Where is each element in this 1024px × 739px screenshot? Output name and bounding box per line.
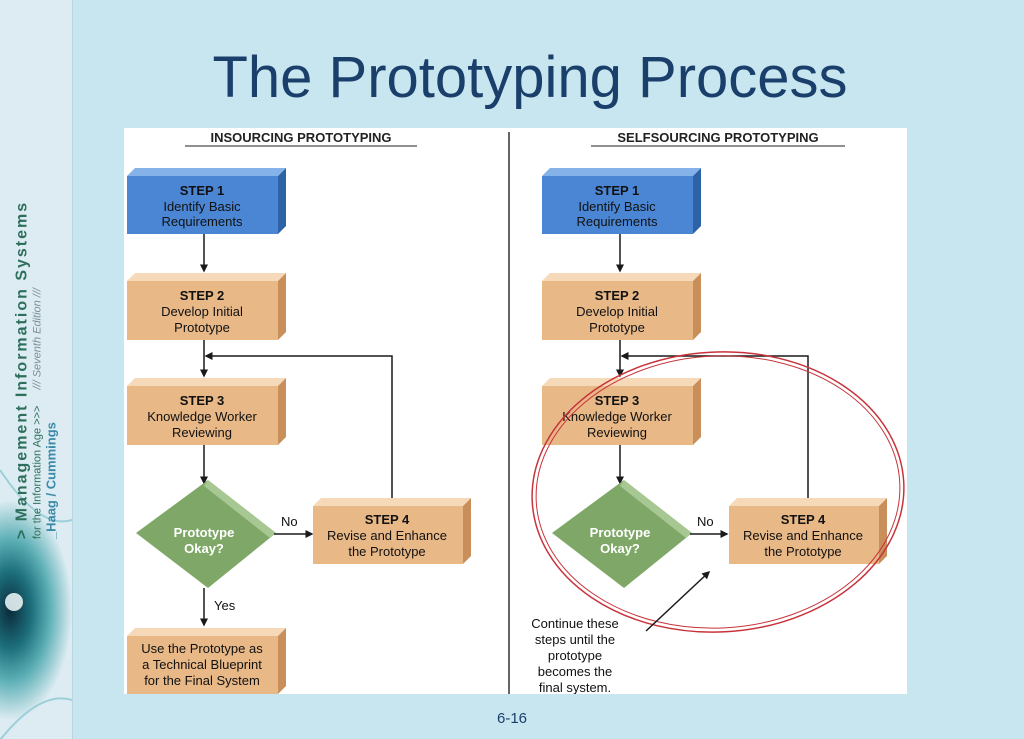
insourcing-step4-box: STEP 4 Revise and Enhance the Prototype [313,498,471,564]
selfsourcing-step4-text1: Revise and Enhance [743,528,863,543]
insourcing-step4-text1: Revise and Enhance [327,528,447,543]
selfsourcing-decision-diamond: Prototype Okay? [552,480,692,588]
insourcing-step3-text2: Reviewing [172,425,232,440]
note-text3: prototype [548,648,602,663]
insourcing-heading: INSOURCING PROTOTYPING [210,130,391,145]
note-text1: Continue these [531,616,618,631]
brand-subtitle: for the Information Age >>> [31,405,44,540]
insourcing-step2-text1: Develop Initial [161,304,243,319]
insourcing-step4-label: STEP 4 [365,512,410,527]
selfsourcing-step2-label: STEP 2 [595,288,640,303]
flowchart: INSOURCING PROTOTYPING SELFSOURCING PROT… [127,130,905,694]
selfsourcing-step1-text2: Requirements [577,214,658,229]
selfsourcing-step2-text2: Prototype [589,320,645,335]
note-text2: steps until the [535,632,615,647]
insourcing-decision-diamond: Prototype Okay? [136,480,276,588]
insourcing-step3-text1: Knowledge Worker [147,409,257,424]
brand-line: > Management Information Systems [13,200,31,540]
insourcing-step4-text2: the Prototype [348,544,425,559]
insourcing-decision-text2: Okay? [184,541,224,556]
page-title: The Prototyping Process [212,45,848,110]
insourcing-step2-box: STEP 2 Develop Initial Prototype [127,273,286,340]
insourcing-step1-text1: Identify Basic [163,199,241,214]
insourcing-step1-box: STEP 1 Identify Basic Requirements [127,168,286,234]
insourcing-final-text3: for the Final System [144,673,260,688]
selfsourcing-no-label: No [697,514,714,529]
sidebar-branding: > Management Information Systems for the… [0,0,73,739]
selfsourcing-decision-text2: Okay? [600,541,640,556]
selfsourcing-step1-box: STEP 1 Identify Basic Requirements [542,168,701,234]
edition-label: /// Seventh Edition /// [31,288,44,390]
authors-label: _Haag / Cummings [43,422,59,540]
insourcing-decision-text1: Prototype [174,525,235,540]
selfsourcing-step3-box: STEP 3 Knowledge Worker Reviewing [542,378,701,445]
selfsourcing-step3-text1: Knowledge Worker [562,409,672,424]
insourcing-yes-label: Yes [214,598,236,613]
selfsourcing-step3-text2: Reviewing [587,425,647,440]
insourcing-step1-text2: Requirements [162,214,243,229]
page-number: 6-16 [496,710,528,727]
insourcing-step2-text2: Prototype [174,320,230,335]
insourcing-step2-label: STEP 2 [180,288,225,303]
highlight-circle-inner [535,355,901,629]
selfsourcing-step3-label: STEP 3 [595,393,640,408]
insourcing-final-text2: a Technical Blueprint [142,657,262,672]
note-arrow [645,570,711,632]
selfsourcing-heading: SELFSOURCING PROTOTYPING [617,130,818,145]
selfsourcing-step1-label: STEP 1 [595,183,640,198]
prototyping-diagram: INSOURCING PROTOTYPING SELFSOURCING PROT… [124,128,907,694]
selfsourcing-decision-text1: Prototype [590,525,651,540]
insourcing-step3-box: STEP 3 Knowledge Worker Reviewing [127,378,286,445]
selfsourcing-step4-label: STEP 4 [781,512,826,527]
selfsourcing-step4-text2: the Prototype [764,544,841,559]
sidebar-vertical-text: > Management Information Systems for the… [14,201,59,539]
insourcing-loop-arrow [204,352,393,498]
insourcing-step3-label: STEP 3 [180,393,225,408]
note-text5: final system. [539,680,611,694]
selfsourcing-loop-arrow [620,352,809,498]
selfsourcing-step4-box: STEP 4 Revise and Enhance the Prototype [729,498,887,564]
insourcing-no-label: No [281,514,298,529]
note-text4: becomes the [538,664,612,679]
selfsourcing-step1-text1: Identify Basic [578,199,656,214]
insourcing-final-box: Use the Prototype as a Technical Bluepri… [127,628,286,694]
eye-graphic [0,469,72,739]
highlight-circle [531,351,905,633]
selfsourcing-step2-box: STEP 2 Develop Initial Prototype [542,273,701,340]
insourcing-step1-label: STEP 1 [180,183,225,198]
insourcing-final-text1: Use the Prototype as [141,641,263,656]
selfsourcing-step2-text1: Develop Initial [576,304,658,319]
